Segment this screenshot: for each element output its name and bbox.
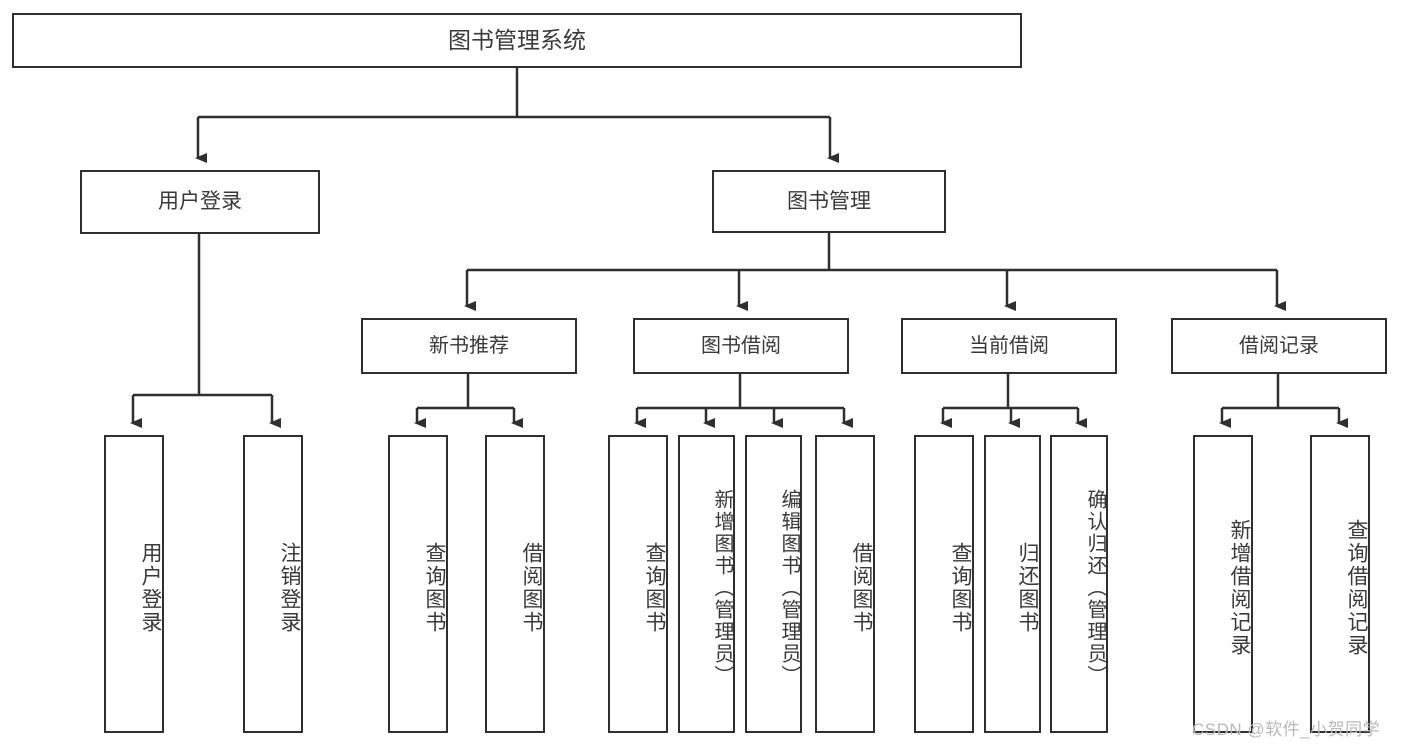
node-label: 用户登录 bbox=[158, 190, 242, 214]
leaf-logout[interactable]: 注销登录 bbox=[243, 435, 303, 733]
node-borrow-record[interactable]: 借阅记录 bbox=[1171, 318, 1387, 374]
node-label: 新增借阅记录 bbox=[1228, 519, 1251, 657]
leaf-query-book-borrow[interactable]: 查询图书 bbox=[608, 435, 668, 733]
node-current-borrow[interactable]: 当前借阅 bbox=[901, 318, 1117, 374]
leaf-edit-book-admin[interactable]: 编辑图书（管理员） bbox=[745, 435, 802, 733]
leaf-borrow-book-recommend[interactable]: 借阅图书 bbox=[485, 435, 545, 733]
node-label: 用户登录 bbox=[139, 542, 162, 634]
node-label: 查询图书 bbox=[949, 542, 972, 634]
node-label: 图书管理系统 bbox=[448, 26, 586, 53]
node-label: 借阅记录 bbox=[1239, 334, 1319, 357]
node-label: 借阅图书 bbox=[520, 542, 543, 634]
node-label: 查询借阅记录 bbox=[1345, 519, 1368, 657]
node-label: 当前借阅 bbox=[969, 334, 1049, 357]
node-label: 查询图书 bbox=[643, 542, 666, 634]
node-label: 确认归还（管理员） bbox=[1084, 489, 1106, 687]
watermark-text: CSDN @软件_小贺同学 bbox=[1192, 720, 1381, 739]
node-label: 编辑图书（管理员） bbox=[778, 489, 800, 687]
leaf-borrow-book[interactable]: 借阅图书 bbox=[815, 435, 875, 733]
node-label: 图书管理 bbox=[787, 189, 871, 213]
leaf-user-login[interactable]: 用户登录 bbox=[104, 435, 164, 733]
leaf-confirm-return-admin[interactable]: 确认归还（管理员） bbox=[1050, 435, 1108, 733]
node-label: 查询图书 bbox=[423, 542, 446, 634]
node-new-book-recommend[interactable]: 新书推荐 bbox=[361, 318, 577, 374]
leaf-add-borrow-record[interactable]: 新增借阅记录 bbox=[1193, 435, 1253, 733]
node-label: 图书借阅 bbox=[701, 334, 781, 357]
leaf-return-book[interactable]: 归还图书 bbox=[984, 435, 1041, 733]
node-label: 注销登录 bbox=[278, 542, 301, 634]
leaf-add-book-admin[interactable]: 新增图书（管理员） bbox=[678, 435, 735, 733]
leaf-query-book-recommend[interactable]: 查询图书 bbox=[388, 435, 448, 733]
node-label: 归还图书 bbox=[1016, 542, 1039, 634]
node-label: 借阅图书 bbox=[850, 542, 873, 634]
node-label: 新增图书（管理员） bbox=[711, 489, 733, 687]
leaf-query-borrow-record[interactable]: 查询借阅记录 bbox=[1310, 435, 1370, 733]
leaf-query-book-current[interactable]: 查询图书 bbox=[914, 435, 974, 733]
node-root-system[interactable]: 图书管理系统 bbox=[12, 13, 1022, 68]
node-label: 新书推荐 bbox=[429, 334, 509, 357]
node-book-management[interactable]: 图书管理 bbox=[712, 170, 946, 233]
node-book-borrow[interactable]: 图书借阅 bbox=[633, 318, 849, 374]
node-user-login[interactable]: 用户登录 bbox=[80, 170, 320, 234]
